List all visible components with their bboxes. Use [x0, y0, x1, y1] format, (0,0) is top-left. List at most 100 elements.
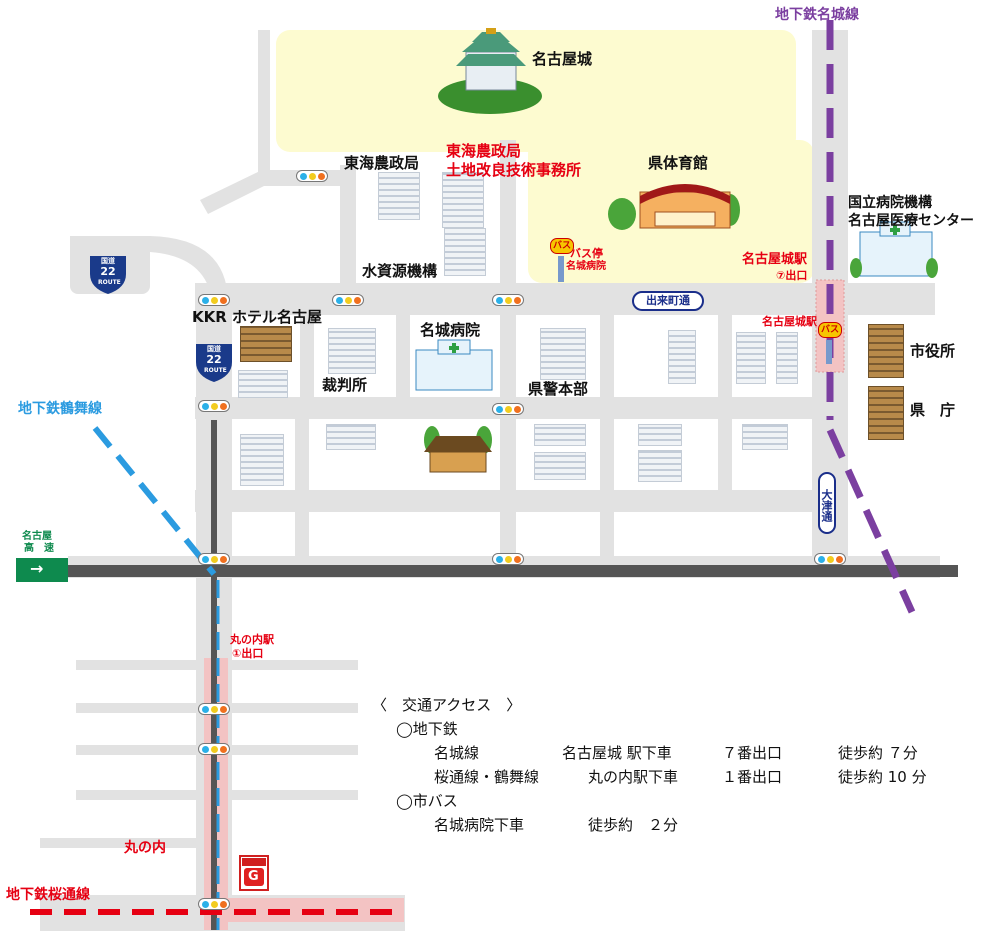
tsurumai-line-label: 地下鉄鶴舞線 [18, 401, 102, 417]
nagoyajo-bus-badge: バス [818, 322, 842, 338]
traffic-light [492, 553, 524, 565]
building [326, 424, 376, 450]
building [540, 328, 586, 380]
building [668, 330, 696, 384]
traffic-light [198, 743, 230, 755]
gym-label: 県体育館 [648, 154, 709, 172]
bus-stop-info: 名城病院下車 [434, 816, 525, 834]
gas-station-label: G [248, 869, 259, 884]
bus-stop-pole [558, 256, 564, 282]
national-hospital-label-1: 国立病院機構 [848, 195, 932, 211]
sakura-station-info: 丸の内駅下車 [588, 768, 679, 786]
bus-stop-label-1: バス停 [570, 247, 603, 260]
route22-mid-route: ROUTE [204, 367, 227, 374]
traffic-light [198, 898, 230, 910]
traffic-light [198, 553, 230, 565]
building [444, 228, 486, 276]
demachi-dori [195, 283, 935, 315]
expressway-label-2: 高 速 [24, 543, 54, 554]
route22-sign-top [90, 256, 126, 294]
building [742, 424, 788, 450]
nagoyajo-bus-label: 名古屋城駅 [762, 315, 817, 328]
traffic-light [332, 294, 364, 306]
gym-icon [608, 184, 740, 230]
building [638, 424, 682, 446]
expressway [60, 565, 958, 577]
national-hospital-icon [850, 221, 938, 278]
building [378, 172, 420, 220]
route22-top-label: 国道 [101, 257, 115, 265]
bus-header: ◯市バス [396, 792, 458, 810]
nagoya-castle-label: 名古屋城 [532, 50, 593, 68]
building [534, 452, 586, 480]
traffic-light [198, 703, 230, 715]
marunouchi-label: 丸の内 [124, 840, 166, 856]
building [776, 332, 798, 384]
building [638, 450, 682, 482]
demachi-street-sign: 出来町通 [632, 291, 704, 311]
meijo-hospital-icon [415, 339, 493, 391]
meijo-line-diagonal [826, 428, 916, 614]
gas-station-icon [239, 855, 269, 891]
route22-mid-number: 22 [206, 353, 222, 366]
police-hq-label: 県警本部 [528, 380, 589, 398]
kkr-hotel-building [240, 326, 292, 362]
marunouchi-exit-label: ①出口 [232, 647, 264, 660]
national-hospital-label-2: 名古屋医療センター [848, 213, 974, 229]
sakura-walk-info: 徒歩約 10 分 [838, 768, 927, 786]
meijo-line-label: 地下鉄名城線 [775, 7, 859, 23]
route22-sign-mid [196, 344, 232, 382]
traffic-light [296, 170, 328, 182]
meijo-station-info: 名古屋城 駅下車 [562, 744, 672, 762]
sakura-exit-info: １番出口 [722, 768, 783, 786]
nagoyajo-exit-label: ⑦出口 [776, 269, 808, 282]
tokai-office-red-label-1: 東海農政局 [446, 142, 522, 160]
bus-stop-badge: バス [550, 238, 574, 254]
tokai-office-red-label-2: 土地改良技術事務所 [446, 161, 582, 179]
building [736, 332, 766, 384]
tokai-office-label: 東海農政局 [344, 154, 420, 172]
meijo-hospital-label: 名城病院 [420, 321, 481, 339]
marunouchi-station-label: 丸の内駅 [230, 633, 274, 646]
city-hall-building [868, 324, 904, 378]
route22-mid-label: 国道 [207, 345, 221, 353]
pref-office-building [868, 386, 904, 440]
otsu-street-sign: 大津通 [818, 472, 836, 534]
building [442, 172, 484, 228]
traffic-light [198, 294, 230, 306]
traffic-light [492, 294, 524, 306]
route22-top-route: ROUTE [98, 279, 121, 286]
building [238, 370, 288, 398]
expressway-arrow-icon: → [30, 559, 44, 578]
nagoya-castle-icon [438, 28, 542, 114]
pref-office-label: 県 庁 [910, 401, 956, 419]
meijo-exit-info: ７番出口 [722, 744, 783, 762]
court-label: 裁判所 [322, 376, 368, 394]
meijo-line-name: 名城線 [434, 744, 480, 762]
bus-walk-info: 徒歩約 ２分 [588, 816, 679, 834]
sakura-line-name: 桜通線・鶴舞線 [434, 768, 540, 786]
bus-stop-label-2: 名城病院 [566, 261, 606, 272]
traffic-light [492, 403, 524, 415]
water-agency-label: 水資源機構 [362, 262, 438, 280]
nagoyajo-bus-pole [826, 340, 832, 364]
building [328, 328, 376, 374]
subway-header: ◯地下鉄 [396, 720, 458, 738]
building [534, 424, 586, 446]
shrine-icon [424, 426, 492, 473]
tsurumai-line [92, 426, 217, 576]
building [240, 434, 284, 486]
meijo-walk-info: 徒歩約 ７分 [838, 744, 918, 762]
city-hall-label: 市役所 [910, 342, 956, 360]
access-title: 〈 交通アクセス 〉 [372, 696, 522, 714]
kkr-hotel-label: KKR ホテル名古屋 [192, 308, 323, 326]
traffic-light [814, 553, 846, 565]
route22-road [211, 420, 217, 930]
expressway-label-1: 名古屋 [22, 531, 52, 542]
nagoyajo-station-label: 名古屋城駅 [742, 252, 808, 267]
traffic-light [198, 400, 230, 412]
route22-top-number: 22 [100, 265, 116, 278]
sakuradori-line-label: 地下鉄桜通線 [6, 887, 90, 903]
